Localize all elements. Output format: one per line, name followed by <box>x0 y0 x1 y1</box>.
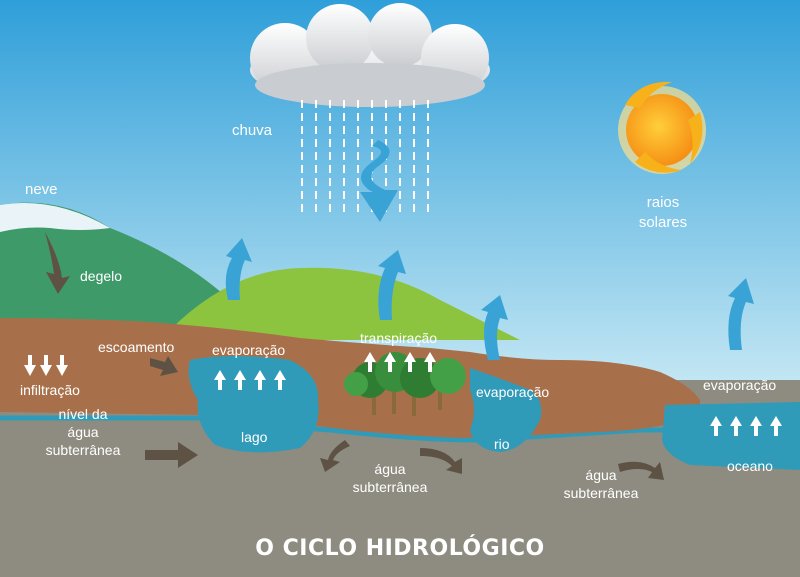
label-nivel-line1: nível da <box>58 406 108 422</box>
label-evaporacao-lago: evaporação <box>212 342 286 358</box>
label-agua-sub2-line1: água <box>585 467 617 483</box>
river-shape <box>470 368 542 452</box>
label-neve: neve <box>25 181 58 198</box>
sun-icon <box>618 81 706 174</box>
label-degelo: degelo <box>80 268 123 284</box>
rain-icon <box>301 100 429 215</box>
label-nivel-agua: nível da água subterrânea <box>38 405 128 459</box>
label-evaporacao-rio: evaporação <box>476 384 550 400</box>
down-arrow-icon <box>24 355 68 376</box>
curved-arrow-icon <box>225 238 754 360</box>
label-lago: lago <box>241 429 268 445</box>
label-infiltracao: infiltração <box>20 382 80 398</box>
label-evaporacao-oceano: evaporação <box>703 377 777 393</box>
label-transpiracao: transpiração <box>360 330 438 346</box>
label-raios-line1: raios <box>646 194 680 211</box>
cloud-icon <box>250 3 490 107</box>
label-rio: rio <box>494 436 510 452</box>
snow-cap <box>0 203 110 232</box>
label-chuva: chuva <box>232 122 273 139</box>
up-arrow-icon <box>214 352 782 436</box>
label-agua-sub1-line1: água <box>374 461 406 477</box>
label-nivel-line2: água <box>67 424 99 440</box>
label-agua-subterranea-2: água subterrânea <box>556 466 646 502</box>
label-agua-subterranea-1: água subterrânea <box>345 460 435 496</box>
hill <box>170 267 520 340</box>
flow-arrow-icon <box>45 232 664 480</box>
label-agua-sub1-line2: subterrânea <box>352 479 428 495</box>
diagram-title: O CICLO HIDROLÓGICO <box>255 536 545 561</box>
ocean <box>662 402 800 470</box>
label-raios-line2: solares <box>638 214 688 231</box>
rain-down-arrow-icon <box>360 140 398 222</box>
label-agua-sub2-line2: subterrânea <box>563 485 639 501</box>
label-oceano: oceano <box>727 458 773 474</box>
label-escoamento: escoamento <box>98 339 175 355</box>
mountain <box>0 202 260 330</box>
label-raios-solares: raios solares <box>630 193 696 233</box>
label-nivel-line3: subterrânea <box>45 442 121 458</box>
